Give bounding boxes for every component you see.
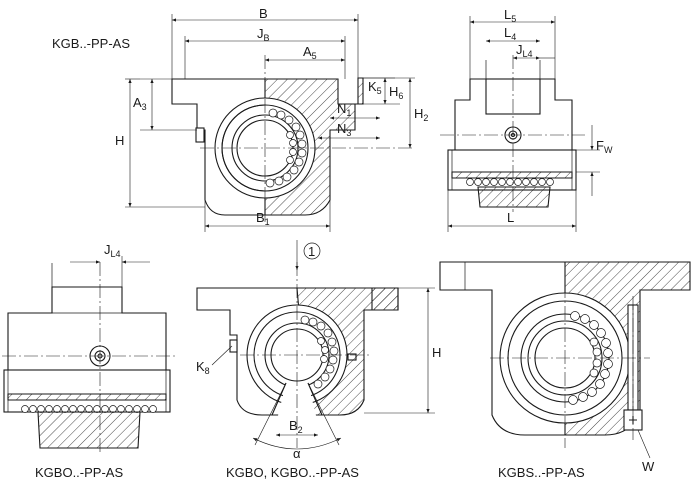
view-kgbo: 1 H K8 B2 α KGBO, KGBO..-PP-AS <box>196 240 441 480</box>
dim-l4: L4 <box>504 25 516 42</box>
ball-row-bottom-left <box>21 405 157 413</box>
ball-track <box>265 108 307 188</box>
caption-kgbs-pp-as: KGBS..-PP-AS <box>498 465 585 480</box>
dim-n3: N3 <box>337 121 351 138</box>
dim-k8: K8 <box>196 359 210 376</box>
dim-alpha: α <box>293 446 301 461</box>
marker-1: 1 <box>308 244 315 259</box>
view-kgb-pp-as: KGB..-PP-AS <box>52 6 428 232</box>
dim-h6: H6 <box>389 84 403 101</box>
dim-jb: JB <box>257 26 270 43</box>
view-kgb-side: L5 L4 JL4 FW L <box>440 7 613 232</box>
dim-b: B <box>259 6 268 21</box>
view-kgbo-pp-as: JL4 KGBO..-PP-AS <box>2 242 178 480</box>
ball-track-right <box>568 311 613 405</box>
dim-a5: A5 <box>303 44 317 61</box>
dim-l: L <box>507 210 514 225</box>
view-kgbs-pp-as: W KGBS..-PP-AS <box>439 261 691 480</box>
dim-b1: B1 <box>256 210 270 227</box>
ball-track-middle <box>300 315 339 389</box>
dim-l5: L5 <box>504 7 516 24</box>
dim-b2: B2 <box>289 418 303 435</box>
dim-h-middle: H <box>432 345 441 360</box>
dim-h: H <box>115 133 124 148</box>
dim-fw: FW <box>596 138 613 155</box>
dim-n1: N1 <box>337 101 351 118</box>
dim-k5: K5 <box>368 79 382 96</box>
dim-jl4-bottom: JL4 <box>104 242 121 259</box>
caption-kgbo: KGBO, KGBO..-PP-AS <box>226 465 359 480</box>
ball-row-top-right <box>466 178 554 186</box>
dim-w: W <box>642 459 655 474</box>
dim-h2: H2 <box>414 106 428 123</box>
caption-kgbo-pp-as: KGBO..-PP-AS <box>35 465 123 480</box>
caption-kgb-pp-as: KGB..-PP-AS <box>52 36 130 51</box>
dim-jl4-top: JL4 <box>516 42 533 59</box>
dim-a3: A3 <box>133 95 147 112</box>
